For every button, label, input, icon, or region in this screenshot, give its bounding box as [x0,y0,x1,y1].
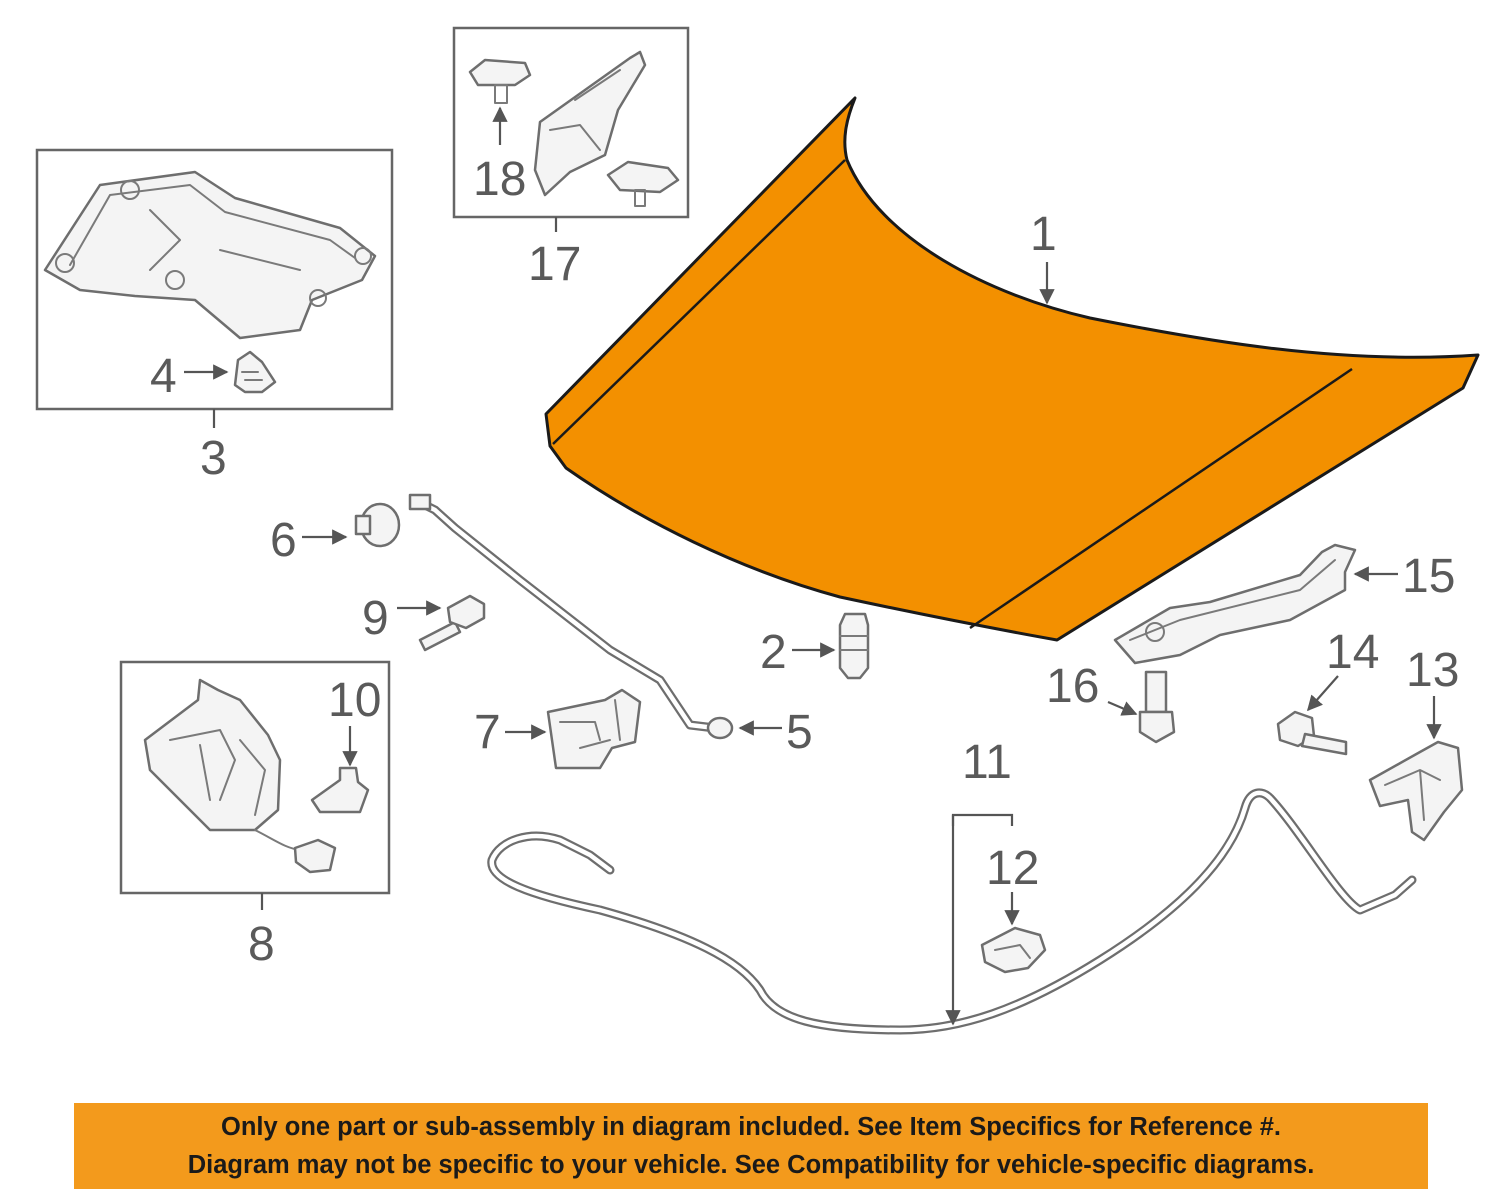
hood-hinge[interactable] [1113,543,1357,665]
svg-text:13: 13 [1406,644,1459,697]
disclaimer-line-1: Only one part or sub-assembly in diagram… [221,1113,1281,1141]
bolt-14[interactable] [1276,710,1348,756]
hood-latch[interactable] [143,678,337,874]
svg-text:17: 17 [528,238,581,291]
svg-text:5: 5 [786,706,813,759]
callout-18: 18 [473,106,526,206]
seal-clip[interactable] [468,58,532,104]
seal-bracket[interactable] [533,50,647,197]
release-handle[interactable] [1368,740,1464,842]
prop-rod[interactable] [408,493,734,740]
callout-13: 13 [1406,644,1459,740]
callout-3: 3 [200,409,227,485]
hood-bumper[interactable] [838,612,870,680]
svg-text:16: 16 [1046,660,1099,713]
release-cable[interactable] [487,788,1417,1035]
svg-text:2: 2 [760,626,787,679]
callout-7: 7 [474,706,547,759]
svg-text:4: 4 [150,350,177,403]
callout-12: 12 [986,842,1039,926]
svg-text:3: 3 [200,432,227,485]
latch-switch[interactable] [310,766,370,814]
callout-9: 9 [362,592,442,645]
callout-11: 11 [945,736,1014,1026]
svg-text:15: 15 [1402,550,1455,603]
svg-text:7: 7 [474,706,501,759]
svg-text:8: 8 [248,918,275,971]
callout-8: 8 [248,893,275,971]
hinge-bolt[interactable] [1138,670,1176,744]
svg-text:11: 11 [962,736,1012,789]
svg-text:18: 18 [473,153,526,206]
svg-text:14: 14 [1326,626,1379,679]
svg-text:12: 12 [986,842,1039,895]
callout-1: 1 [1030,208,1057,305]
bolt-9[interactable] [418,594,486,652]
hood-insulator[interactable] [43,170,377,340]
svg-text:10: 10 [328,674,381,727]
seal-nut[interactable] [606,160,680,207]
cable-clip[interactable] [980,926,1047,974]
callout-6: 6 [270,514,348,567]
svg-text:9: 9 [362,592,389,645]
disclaimer-banner: Only one part or sub-assembly in diagram… [74,1103,1428,1189]
svg-text:6: 6 [270,514,297,567]
latch-bracket[interactable] [546,688,642,770]
svg-text:1: 1 [1030,208,1057,261]
disclaimer-line-2: Diagram may not be specific to your vehi… [187,1151,1315,1179]
bumper-stop[interactable] [354,502,401,548]
parts-diagram: 1 4 3 18 17 [35,26,1480,1035]
callout-4: 4 [150,350,229,403]
callout-2: 2 [760,626,836,679]
callout-15: 15 [1353,550,1455,603]
callout-10: 10 [328,674,381,767]
callout-16: 16 [1046,660,1138,716]
callout-14: 14 [1306,626,1379,712]
insulator-clip[interactable] [233,350,277,394]
callout-5: 5 [738,706,813,759]
callout-17: 17 [528,217,581,291]
hood-panel[interactable] [544,96,1480,642]
